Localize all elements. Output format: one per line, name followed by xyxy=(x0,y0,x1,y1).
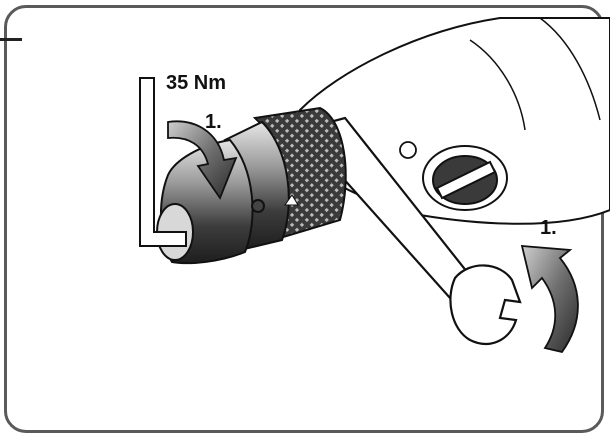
rotation-arrow-icon xyxy=(167,120,238,200)
torque-label: 35 Nm xyxy=(166,72,227,94)
step-label-left: 1. xyxy=(205,111,222,133)
screw-icon xyxy=(399,141,417,159)
rotation-arrow-icon xyxy=(520,244,579,354)
corner-rule xyxy=(0,38,22,41)
mode-selector-icon xyxy=(422,145,508,211)
hex-key-icon xyxy=(139,77,187,247)
step-label-right: 1. xyxy=(540,217,557,239)
